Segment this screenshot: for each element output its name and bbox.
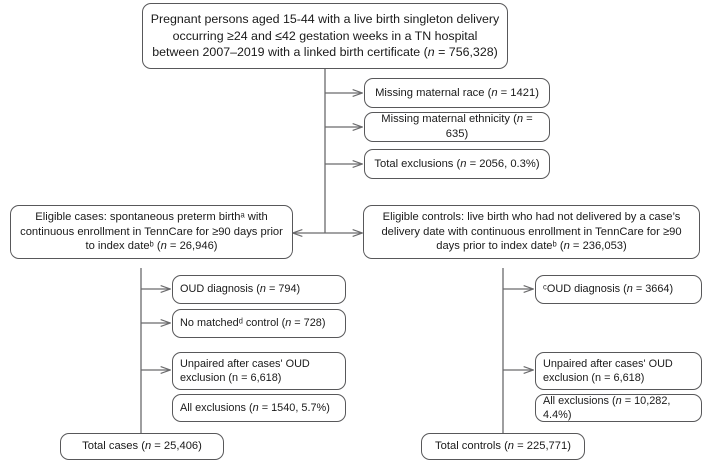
node-cases-no-matched-control-label: No matchedᵈ control (n = 728)	[180, 317, 326, 330]
node-controls-unpaired-label: Unpaired after cases' OUD exclusion (n =…	[543, 357, 673, 384]
node-controls-all-exclusions: All exclusions (n = 10,282, 4.4%)	[535, 394, 702, 422]
node-total-controls-label: Total controls (n = 225,771)	[435, 440, 571, 453]
node-missing-maternal-race-label: Missing maternal race (n = 1421)	[375, 86, 539, 99]
node-cases-oud-diagnosis: OUD diagnosis (n = 794)	[172, 275, 346, 304]
node-cases-all-exclusions-label: All exclusions (n = 1540, 5.7%)	[180, 401, 330, 414]
node-cohort: Pregnant persons aged 15-44 with a live …	[142, 3, 508, 69]
node-missing-maternal-ethnicity-label: Missing maternal ethnicity (n = 635)	[381, 113, 533, 140]
node-eligible-cases-label: Eligible cases: spontaneous preterm birt…	[20, 210, 283, 253]
node-cases-unpaired-label: Unpaired after cases' OUD exclusion (n =…	[180, 357, 310, 384]
node-cohort-label: Pregnant persons aged 15-44 with a live …	[150, 12, 500, 60]
node-eligible-cases: Eligible cases: spontaneous preterm birt…	[10, 205, 293, 259]
node-total-controls: Total controls (n = 225,771)	[421, 433, 585, 460]
node-cases-no-matched-control: No matchedᵈ control (n = 728)	[172, 309, 346, 338]
node-total-cases: Total cases (n = 25,406)	[60, 433, 224, 460]
node-controls-oud-diagnosis-label: ᶜOUD diagnosis (n = 3664)	[543, 283, 674, 296]
node-controls-unpaired: Unpaired after cases' OUD exclusion (n =…	[535, 352, 702, 390]
node-total-exclusions-top: Total exclusions (n = 2056, 0.3%)	[364, 149, 550, 179]
node-cases-oud-diagnosis-label: OUD diagnosis (n = 794)	[180, 283, 301, 296]
node-eligible-controls: Eligible controls: live birth who had no…	[363, 205, 700, 259]
node-total-exclusions-top-label: Total exclusions (n = 2056, 0.3%)	[374, 157, 540, 170]
node-cases-unpaired: Unpaired after cases' OUD exclusion (n =…	[172, 352, 346, 390]
node-missing-maternal-ethnicity: Missing maternal ethnicity (n = 635)	[364, 112, 550, 142]
node-controls-all-exclusions-label: All exclusions (n = 10,282, 4.4%)	[543, 394, 671, 421]
node-eligible-controls-label: Eligible controls: live birth who had no…	[381, 210, 682, 253]
node-cases-all-exclusions: All exclusions (n = 1540, 5.7%)	[172, 394, 346, 422]
node-total-cases-label: Total cases (n = 25,406)	[82, 440, 202, 453]
node-missing-maternal-race: Missing maternal race (n = 1421)	[364, 78, 550, 108]
node-controls-oud-diagnosis: ᶜOUD diagnosis (n = 3664)	[535, 275, 702, 304]
